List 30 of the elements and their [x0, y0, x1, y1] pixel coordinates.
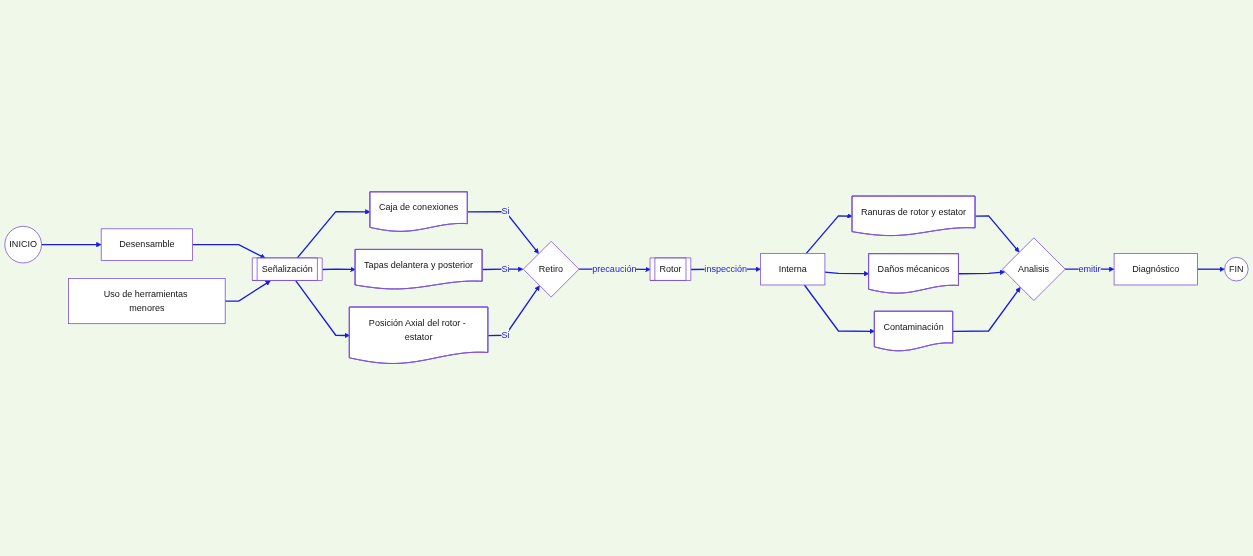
arrow: [296, 209, 371, 260]
edge-label: Si: [501, 330, 510, 341]
node-diamond: Retiro: [522, 241, 580, 298]
edge-label: inspección: [704, 263, 748, 275]
edge-label: precaución: [592, 263, 637, 275]
node-circle: INICIO: [4, 226, 42, 264]
arrow: [191, 244, 266, 259]
arrow: [824, 271, 870, 277]
arrow: [958, 270, 1006, 276]
node-box: Interna: [760, 253, 826, 286]
edge-label: Si: [501, 206, 510, 217]
arrow: [1196, 266, 1225, 273]
arrow: [974, 215, 1020, 253]
arrow: [481, 266, 524, 273]
arrow: [803, 284, 875, 335]
node-box: Uso de herramientas menores: [68, 278, 226, 325]
edge-label: emitir: [1078, 263, 1101, 275]
node-diamond: Analisis: [1002, 237, 1066, 302]
arrow: [487, 285, 540, 337]
arrow: [805, 213, 853, 255]
arrow: [40, 242, 102, 248]
arrow: [295, 280, 350, 339]
arrow: [224, 280, 271, 303]
edge-label: Si: [501, 263, 510, 275]
arrow: [321, 267, 356, 273]
arrow: [952, 287, 1021, 333]
node-box: Diagnóstico: [1113, 253, 1198, 286]
arrow: [466, 211, 539, 255]
node-box: Desensamble: [100, 228, 193, 262]
node-circle: FIN: [1224, 257, 1249, 282]
